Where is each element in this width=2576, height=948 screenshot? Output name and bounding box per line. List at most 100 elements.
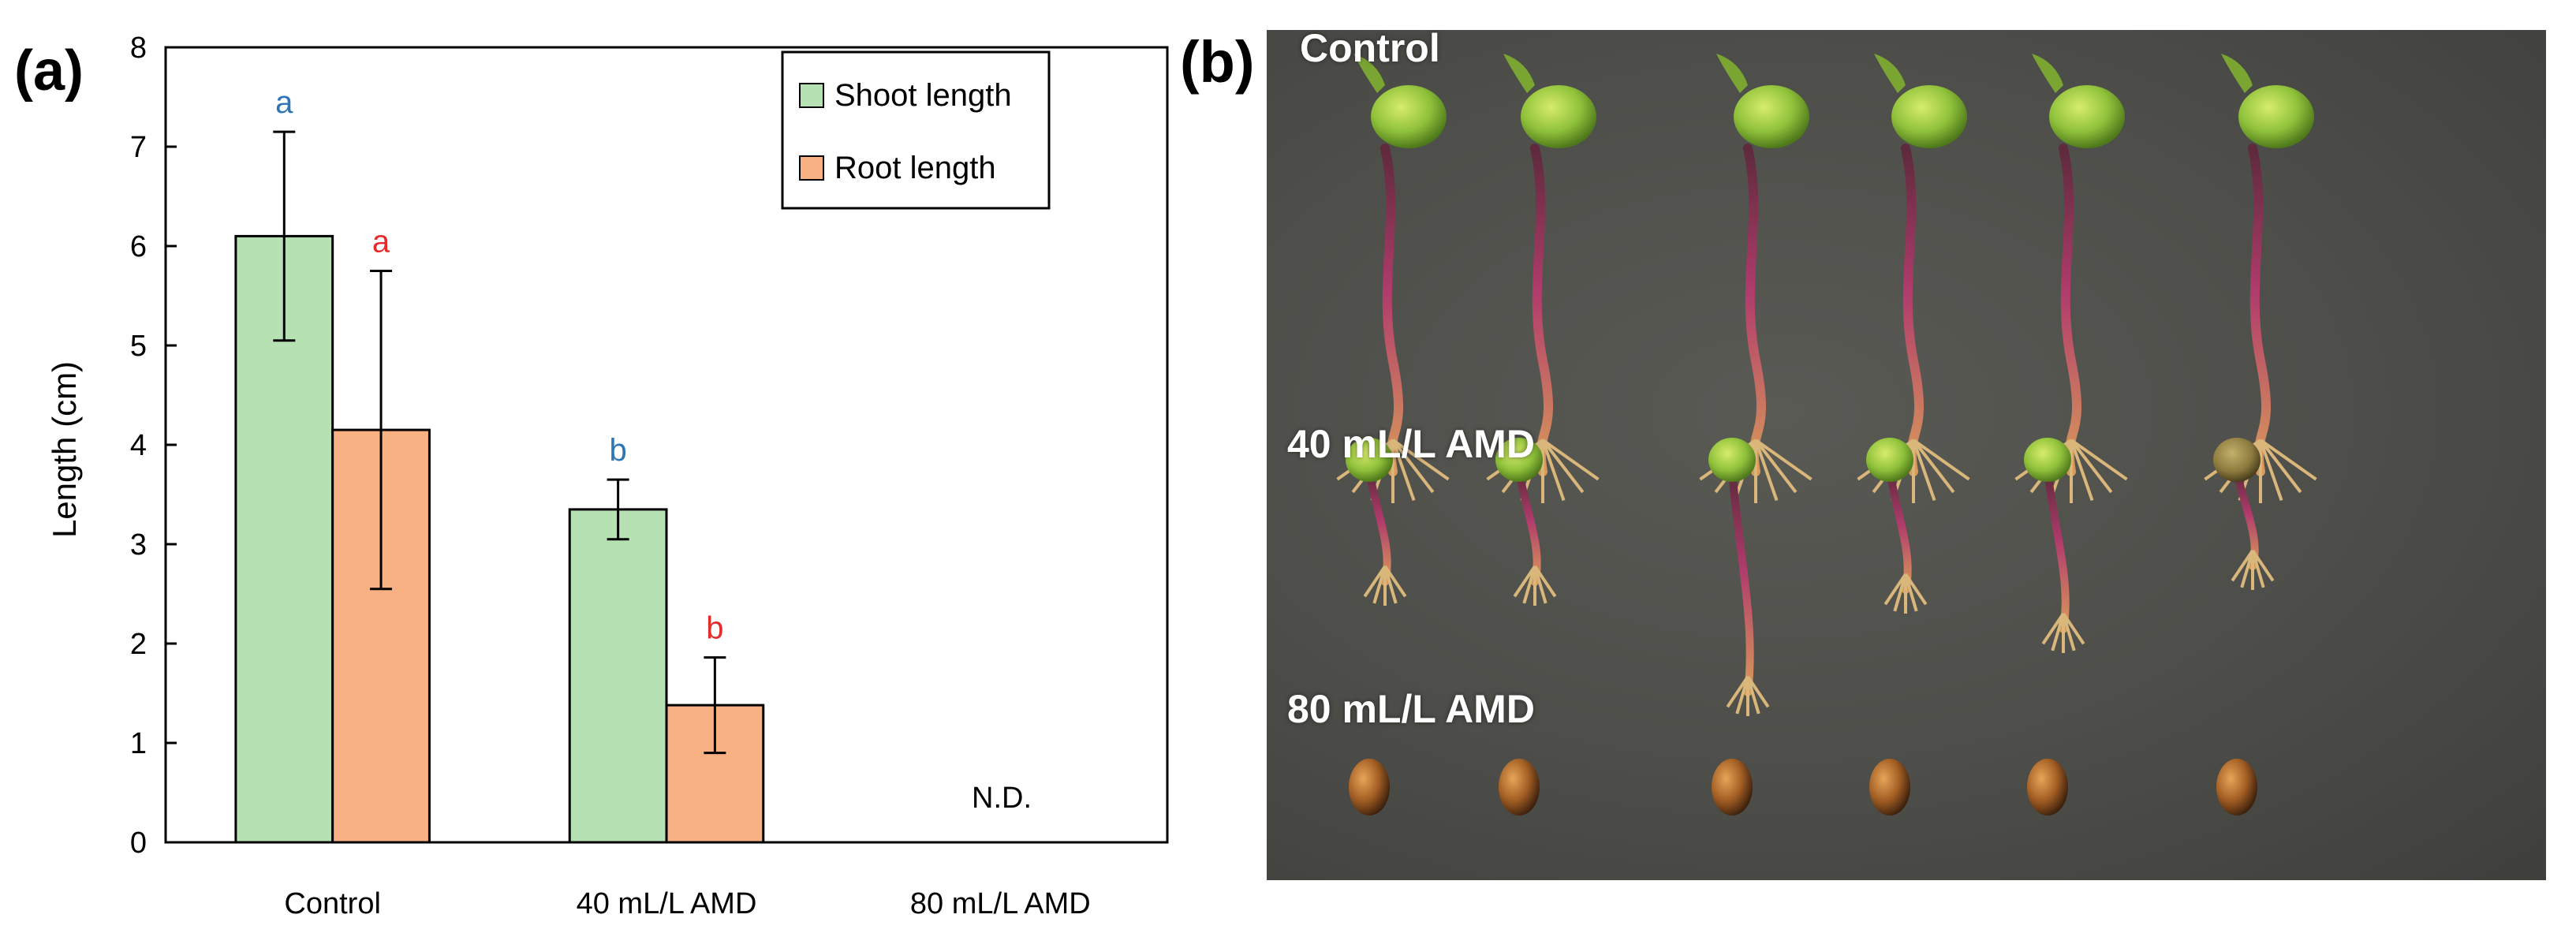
root [1746, 675, 1770, 708]
root [1363, 565, 1387, 598]
amd40-seedling [2213, 438, 2275, 590]
legend-swatch-root [799, 155, 824, 181]
root [1533, 565, 1547, 604]
x-tick-label: 80 mL/L AMD [910, 887, 1091, 920]
stem [1365, 468, 1391, 586]
panel-label-a: (a) [14, 39, 84, 103]
root [1541, 439, 1600, 481]
significance-letter: a [372, 225, 390, 259]
significance-letter: b [706, 611, 723, 646]
legend-label-shoot: Shoot length [834, 78, 1012, 113]
y-tick-label: 0 [130, 827, 147, 860]
root [1904, 573, 1928, 606]
leaf [1874, 54, 1906, 93]
stem [1901, 144, 1925, 476]
root [1746, 676, 1760, 715]
root [1912, 439, 1955, 494]
root [2062, 613, 2076, 651]
x-tick-label: 40 mL/L AMD [577, 887, 757, 920]
significance-letter: a [275, 85, 293, 120]
root [1904, 573, 1918, 612]
stem [2248, 144, 2272, 476]
seed-head [2213, 438, 2261, 482]
seed [1869, 759, 1910, 816]
seed [1499, 759, 1540, 816]
seed-head [2024, 438, 2071, 482]
root [1893, 573, 1907, 612]
y-tick-label: 3 [130, 528, 147, 562]
root [1391, 439, 1435, 494]
root [2251, 549, 2275, 582]
legend-label-root: Root length [834, 151, 996, 185]
cotyledon [1521, 85, 1596, 148]
control-seedling [1486, 54, 1600, 503]
root [1383, 565, 1398, 604]
legend-box [781, 50, 1051, 210]
root [2070, 439, 2113, 494]
seedling-photo: Control 40 mL/L AMD 80 mL/L AMD [1267, 30, 2546, 880]
root [2070, 439, 2128, 481]
photo-row-label-80: 80 mL/L AMD [1287, 687, 1535, 731]
control-seedling [2204, 54, 2317, 503]
amd40-seedling [1346, 438, 1407, 606]
root [2251, 550, 2265, 588]
control-seedling [1699, 54, 1813, 503]
y-tick-label: 6 [130, 230, 147, 263]
root [1533, 565, 1557, 598]
root [1522, 565, 1536, 604]
amd40-seedling [2024, 438, 2085, 653]
root [1391, 439, 1416, 502]
root [1754, 439, 1779, 502]
root [1383, 565, 1407, 598]
y-tick-label: 1 [130, 727, 147, 760]
root [1726, 675, 1749, 708]
stem [1515, 468, 1541, 586]
legend: Shoot length Root length [781, 50, 1051, 210]
seed [2027, 759, 2068, 816]
amd40-seedling [1866, 438, 1928, 614]
root [1513, 565, 1536, 598]
y-tick-label: 7 [130, 131, 147, 164]
y-axis-label: Length (cm) [46, 361, 83, 538]
root [2259, 439, 2283, 502]
seed [1349, 759, 1390, 816]
stem [1743, 144, 1767, 476]
control-seedling [2014, 54, 2128, 503]
root [1541, 439, 1585, 494]
root [2070, 439, 2094, 502]
root [1754, 439, 1813, 481]
leaf [1503, 54, 1535, 93]
root [2041, 612, 2065, 645]
stem [1530, 144, 1554, 476]
stem [1380, 144, 1404, 476]
amd40-seedling [1495, 438, 1557, 606]
seed-head [1495, 438, 1543, 482]
root [1883, 573, 1907, 606]
photo-row-label-40: 40 mL/L AMD [1287, 422, 1535, 466]
root [2231, 549, 2254, 582]
leaf [1716, 54, 1748, 93]
significance-letter: b [609, 433, 626, 468]
y-tick-label: 5 [130, 330, 147, 363]
stem [2044, 468, 2070, 633]
seed-head [1346, 438, 1393, 482]
root [2062, 612, 2085, 645]
seed-head [1866, 438, 1913, 482]
root [1912, 439, 1936, 502]
root [1912, 439, 1970, 481]
bar [568, 508, 668, 844]
seed [2216, 759, 2257, 816]
y-tick-label: 8 [130, 32, 147, 65]
leaf [2221, 54, 2253, 93]
root [1372, 565, 1387, 604]
leaf [1353, 54, 1385, 93]
cotyledon [1891, 85, 1967, 148]
stem [1886, 468, 1912, 594]
y-tick-label: 4 [130, 429, 147, 462]
stem [1728, 468, 1754, 696]
cotyledon [2238, 85, 2314, 148]
root [1391, 439, 1450, 481]
legend-swatch-shoot [799, 83, 824, 108]
stem [2059, 144, 2082, 476]
